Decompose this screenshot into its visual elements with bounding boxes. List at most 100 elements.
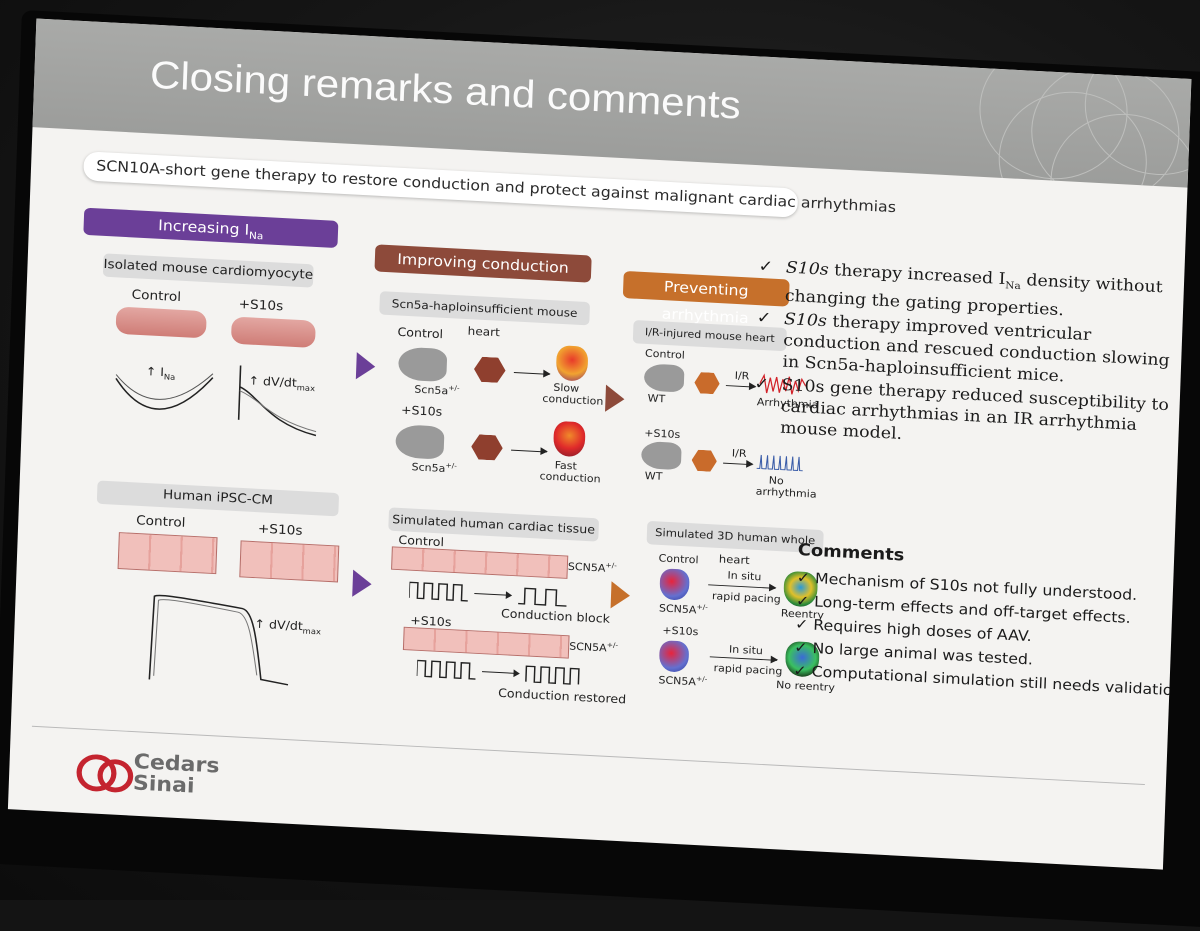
mouse-wt-s10s bbox=[640, 440, 682, 471]
panel3-no1: No bbox=[768, 474, 784, 488]
header-increasing-ina: Increasing INa bbox=[83, 207, 339, 249]
panel5-geno1: SCN5A+/- bbox=[568, 560, 617, 576]
panel4-dvdt-sub: max bbox=[302, 626, 322, 637]
panel6-pacing1a: In situ bbox=[727, 569, 762, 584]
aav-capsid-s10s bbox=[471, 434, 503, 461]
check-icon: ✓ bbox=[794, 615, 814, 634]
arrow-p2-bottom bbox=[511, 449, 547, 453]
panel6-pacing2b: rapid pacing bbox=[713, 662, 783, 678]
panel3-control: Control bbox=[644, 347, 686, 362]
aav-capsid-ir-s10s bbox=[691, 449, 717, 472]
presentation-slide: Closing remarks and comments SCN10A-shor… bbox=[7, 18, 1192, 870]
panel2-geno1-text: Scn5a bbox=[414, 383, 449, 398]
result1-sub: Na bbox=[1005, 280, 1021, 292]
arrow-p3-bottom bbox=[723, 462, 753, 466]
heart-slow bbox=[555, 345, 589, 382]
panel1-dvdt: dV/dt bbox=[262, 374, 298, 390]
panel1-label: Isolated mouse cardiomyocyte bbox=[102, 253, 314, 288]
check-icon: ✓ bbox=[795, 591, 815, 611]
panel2-geno1: Scn5a+/- bbox=[414, 382, 460, 397]
panel2-fast2: conduction bbox=[539, 470, 601, 486]
ipsc-cm-s10s bbox=[239, 540, 340, 583]
arrow-p2-top bbox=[513, 372, 550, 375]
whole-heart-control bbox=[659, 568, 690, 601]
panel5-restored: Conduction restored bbox=[497, 686, 627, 707]
mouse-wt-control bbox=[643, 363, 685, 393]
cardiomyocyte-s10s bbox=[230, 316, 316, 348]
panel3-wt1: WT bbox=[647, 392, 666, 406]
panel1-control: Control bbox=[131, 287, 182, 306]
panel6-geno1: SCN5A+/- bbox=[659, 601, 708, 617]
heart-fast bbox=[552, 420, 586, 458]
check-icon: ✓ bbox=[758, 256, 774, 276]
mouse-s10s bbox=[395, 424, 445, 460]
tissue-s10s bbox=[402, 626, 570, 659]
normal-rhythm-trace bbox=[756, 454, 803, 472]
panel6-control: Control bbox=[658, 552, 699, 567]
slide-header: Closing remarks and comments bbox=[32, 18, 1192, 188]
panel6-geno2: SCN5A+/- bbox=[658, 673, 707, 689]
arrowhead-col1-lower bbox=[352, 569, 373, 598]
panel5-geno1-sup: +/- bbox=[605, 561, 617, 570]
panel2-geno1-sup: +/- bbox=[448, 384, 460, 393]
arrow-p3-top bbox=[725, 385, 756, 388]
panel1-dvdt-label: ↑ dV/dtmax bbox=[248, 373, 316, 394]
panel5-geno1-text: SCN5A bbox=[567, 560, 606, 575]
panel1-s10s: +S10s bbox=[238, 297, 284, 315]
panel6-s10s: +S10s bbox=[662, 624, 699, 639]
panel3-ir1: I/R bbox=[734, 369, 750, 383]
panel2-geno2: Scn5a+/- bbox=[411, 460, 457, 475]
comments-section: Comments ✓ Mechanism of S10s not fully u… bbox=[793, 540, 1191, 703]
panel5-block: Conduction block bbox=[500, 606, 611, 626]
arrowhead-col2 bbox=[605, 384, 625, 413]
panel1-ina-sub: Na bbox=[163, 372, 176, 382]
panel5-geno2-sup: +/- bbox=[606, 641, 619, 650]
trace-conduction-block bbox=[408, 581, 567, 607]
panel6-pacing2a: In situ bbox=[728, 643, 764, 658]
results-list: ✓ S10s therapy increased INa density wit… bbox=[752, 256, 1179, 462]
aav-capsid-control bbox=[474, 356, 506, 383]
ina-dvdt-traces bbox=[115, 365, 317, 437]
arrowhead-col1 bbox=[355, 352, 376, 381]
panel6-pacing1b: rapid pacing bbox=[711, 590, 781, 606]
check-icon: ✓ bbox=[796, 568, 816, 588]
panel2-control: Control bbox=[397, 325, 444, 342]
check-icon: ✓ bbox=[793, 661, 812, 681]
mouse-control bbox=[397, 346, 448, 383]
result2-emphasis: S10s bbox=[783, 309, 828, 331]
panel5-geno2: SCN5A+/- bbox=[569, 639, 618, 655]
aav-capsid-ir-control bbox=[694, 372, 720, 395]
monitor-bezel: Closing remarks and comments SCN10A-shor… bbox=[0, 10, 1200, 931]
panel2-s10s: +S10s bbox=[400, 403, 443, 419]
panel1-ina-label: ↑ INa bbox=[145, 364, 176, 382]
whole-heart-s10s bbox=[658, 640, 690, 673]
arrow-p6-bottom bbox=[709, 656, 778, 661]
panel3-wt2: WT bbox=[644, 470, 663, 483]
panel3-no2: arrhythmia bbox=[755, 485, 817, 501]
panel6-geno1-text: SCN5A bbox=[658, 602, 697, 617]
logo-text: Cedars Sinai bbox=[133, 750, 220, 798]
check-icon: ✓ bbox=[793, 638, 813, 657]
ipsc-cm-control bbox=[117, 532, 218, 575]
header-improving-conduction: Improving conduction bbox=[374, 244, 592, 283]
arrow-p6-top bbox=[708, 584, 776, 589]
action-potential-trace bbox=[148, 594, 289, 686]
header-increasing-sub: Na bbox=[248, 230, 264, 243]
panel4-s10s: +S10s bbox=[257, 521, 303, 539]
panel3-s10s: +S10s bbox=[644, 427, 681, 441]
panel6-geno1-sup: +/- bbox=[696, 603, 709, 612]
panel4-dvdt: dV/dt bbox=[268, 617, 304, 634]
panel2-label: Scn5a-haploinsufficient mouse heart bbox=[379, 291, 591, 339]
panel4-label: Human iPSC-CM bbox=[96, 480, 340, 517]
slide-title: Closing remarks and comments bbox=[149, 53, 742, 128]
result1-text: therapy increased I bbox=[828, 260, 1006, 288]
check-icon: ✓ bbox=[756, 308, 772, 328]
result1-emphasis: S10s bbox=[785, 258, 830, 279]
arrhythmia-trace bbox=[759, 373, 807, 395]
cardiomyocyte-control bbox=[115, 306, 207, 339]
panel3-ir2: I/R bbox=[731, 447, 747, 460]
panel2-slow2: conduction bbox=[542, 392, 604, 408]
panel5-geno2-text: SCN5A bbox=[568, 640, 607, 655]
tissue-control bbox=[391, 546, 569, 579]
panel2-geno2-text: Scn5a bbox=[411, 461, 446, 475]
